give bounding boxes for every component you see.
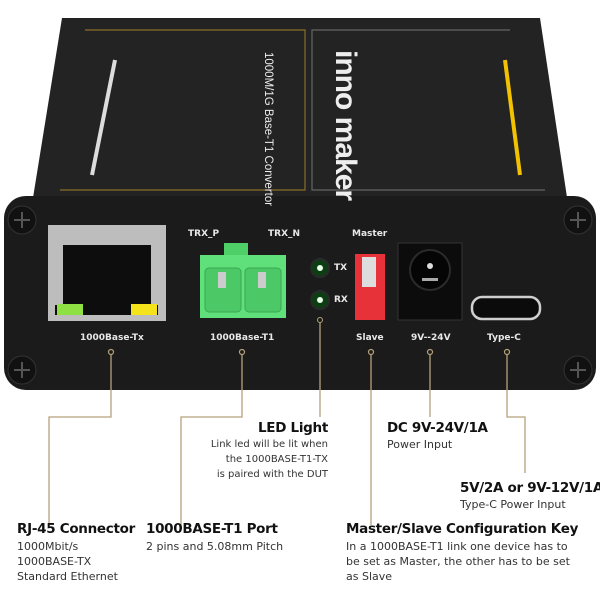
screw-icon bbox=[563, 355, 593, 385]
label-trx-p: TRX_P bbox=[188, 229, 220, 239]
model-text: 1000M/1G Base-T1 Convertor bbox=[262, 52, 274, 207]
leader-dots bbox=[107, 348, 511, 356]
master-slave-callout-desc: In a 1000BASE-T1 link one device has to … bbox=[346, 539, 570, 584]
label-rj45: 1000Base-Tx bbox=[80, 333, 144, 343]
desc-line: be set as Master, the other has to be se… bbox=[346, 555, 570, 568]
label-trx-n: TRX_N bbox=[268, 229, 301, 239]
label-master: Master bbox=[352, 229, 388, 239]
desc-line: Power Input bbox=[387, 438, 453, 451]
desc-line: 1000Mbit/s bbox=[17, 540, 79, 553]
label-typec: Type-C bbox=[487, 333, 521, 343]
screws bbox=[7, 205, 593, 385]
label-tx: TX bbox=[334, 263, 348, 273]
led-callout-title: LED Light bbox=[258, 420, 328, 436]
leader-typec bbox=[506, 355, 526, 473]
dc-callout-desc: Power Input bbox=[387, 437, 452, 452]
desc-line: is paired with the DUT bbox=[216, 469, 328, 480]
dc-jack bbox=[397, 242, 463, 321]
top-gray-line bbox=[311, 29, 545, 191]
desc-line: Type-C Power Input bbox=[460, 498, 566, 511]
screw-icon bbox=[7, 205, 37, 235]
desc-line: the 1000BASE-T1-TX bbox=[225, 454, 328, 465]
led-leader-dot bbox=[317, 317, 323, 323]
t1-callout-desc: 2 pins and 5.08mm Pitch bbox=[146, 539, 283, 554]
top-white-stripe bbox=[90, 59, 117, 176]
desc-line: Link led will be lit when bbox=[210, 439, 328, 450]
label-dc: 9V--24V bbox=[411, 333, 451, 343]
master-slave-switch bbox=[355, 254, 385, 320]
rj45-callout-desc: 1000Mbit/s 1000BASE-TX Standard Ethernet bbox=[17, 539, 118, 584]
t1-terminal-block bbox=[200, 243, 286, 318]
label-t1: 1000Base-T1 bbox=[210, 333, 275, 343]
desc-line: Standard Ethernet bbox=[17, 570, 118, 583]
rj45-callout-title: RJ-45 Connector bbox=[17, 521, 135, 537]
t1-callout-title: 1000BASE-T1 Port bbox=[146, 521, 278, 537]
desc-line: 2 pins and 5.08mm Pitch bbox=[146, 540, 284, 553]
master-slave-callout-title: Master/Slave Configuration Key bbox=[346, 521, 579, 537]
tx-led bbox=[310, 258, 330, 278]
typec-port bbox=[470, 295, 542, 321]
leader-t1 bbox=[180, 355, 243, 525]
desc-line: 1000BASE-TX bbox=[17, 555, 92, 568]
desc-line: as Slave bbox=[346, 570, 393, 583]
led-callout-desc: Link led will be lit when the 1000BASE-T… bbox=[211, 437, 328, 482]
top-gold-line bbox=[60, 29, 306, 191]
device-top-face bbox=[32, 18, 568, 204]
screw-icon bbox=[563, 205, 593, 235]
typec-callout-desc: Type-C Power Input bbox=[460, 497, 566, 512]
desc-line: In a 1000BASE-T1 link one device has to bbox=[346, 540, 568, 553]
leader-lines bbox=[48, 323, 526, 525]
rj45-port bbox=[48, 225, 166, 321]
leader-rj45 bbox=[48, 355, 112, 525]
brand-logo: inno maker bbox=[329, 50, 362, 201]
rx-led bbox=[310, 290, 330, 310]
label-rx: RX bbox=[334, 295, 348, 305]
dc-callout-title: DC 9V-24V/1A bbox=[387, 420, 488, 436]
screw-icon bbox=[7, 355, 37, 385]
top-yellow-stripe bbox=[503, 59, 522, 176]
typec-callout-title: 5V/2A or 9V-12V/1A bbox=[460, 480, 600, 496]
label-slave: Slave bbox=[356, 333, 384, 343]
